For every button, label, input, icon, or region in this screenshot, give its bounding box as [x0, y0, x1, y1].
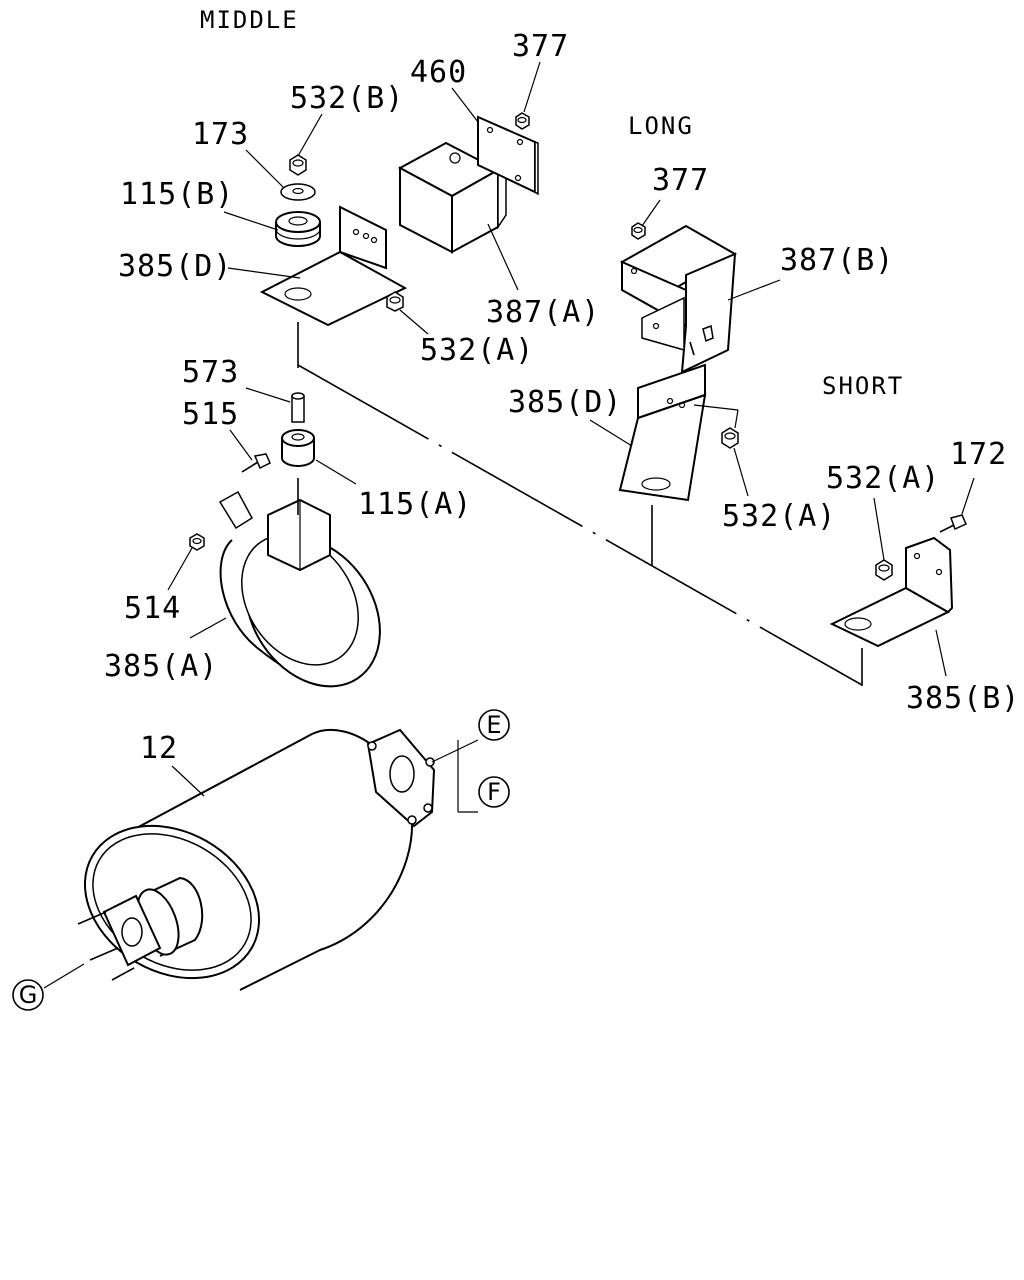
- nut-532a-middle: [386, 291, 404, 312]
- callout-377-long: 377: [652, 163, 709, 198]
- callout-12: 12: [140, 731, 178, 766]
- plate-460: [477, 115, 539, 196]
- callout-115a: 115(A): [358, 487, 472, 522]
- callout-387a: 387(A): [486, 295, 600, 330]
- assembly-guide-lines: [297, 322, 863, 686]
- leader-lines: [43, 61, 975, 989]
- callout-532a-middle: 532(A): [420, 333, 534, 368]
- callout-172: 172: [950, 437, 1007, 472]
- callout-514: 514: [124, 591, 181, 626]
- callout-387b: 387(B): [780, 243, 894, 278]
- ref-circle-f: F: [478, 776, 510, 808]
- callout-385d-long: 385(D): [508, 385, 622, 420]
- bracket-385d-middle: [259, 205, 408, 327]
- spacer-573: [291, 392, 305, 423]
- rubber-mount-115a: [281, 429, 315, 467]
- washer-173: [280, 183, 316, 201]
- nut-514: [189, 533, 205, 551]
- callout-385b: 385(B): [906, 681, 1020, 716]
- callout-385a: 385(A): [104, 649, 218, 684]
- section-short-label: SHORT: [822, 372, 904, 400]
- clamp-385a: [218, 478, 381, 688]
- muffler-12: [77, 728, 436, 991]
- callout-385d-middle: 385(D): [118, 249, 232, 284]
- callout-515: 515: [182, 397, 239, 432]
- ref-circle-g: G: [12, 979, 44, 1011]
- ref-circle-e: E: [478, 709, 510, 741]
- bracket-387a: [397, 141, 507, 254]
- section-long-label: LONG: [628, 112, 694, 140]
- callout-532a-long: 532(A): [722, 499, 836, 534]
- section-middle-label: MIDDLE: [200, 6, 299, 34]
- nut-532b: [289, 154, 307, 176]
- svg-text:F: F: [487, 778, 501, 806]
- nut-532a-short: [875, 559, 893, 581]
- nut-377-long: [631, 222, 646, 240]
- rubber-mount-115b: [275, 211, 321, 247]
- svg-text:G: G: [19, 981, 38, 1009]
- bracket-387b: [619, 224, 738, 374]
- bolt-515: [241, 453, 271, 473]
- callout-115b: 115(B): [120, 177, 234, 212]
- callout-573: 573: [182, 355, 239, 390]
- bolt-172: [939, 514, 967, 533]
- callout-532a-short: 532(A): [826, 461, 940, 496]
- nut-532a-long: [693, 404, 739, 449]
- nut-377-middle: [515, 112, 530, 130]
- callout-460: 460: [410, 55, 467, 90]
- svg-text:E: E: [486, 711, 501, 739]
- callout-377-middle: 377: [512, 29, 569, 64]
- bracket-385d-long: [618, 363, 707, 502]
- bracket-385b: [829, 536, 954, 648]
- callout-532b: 532(B): [290, 81, 404, 116]
- callout-173: 173: [192, 117, 249, 152]
